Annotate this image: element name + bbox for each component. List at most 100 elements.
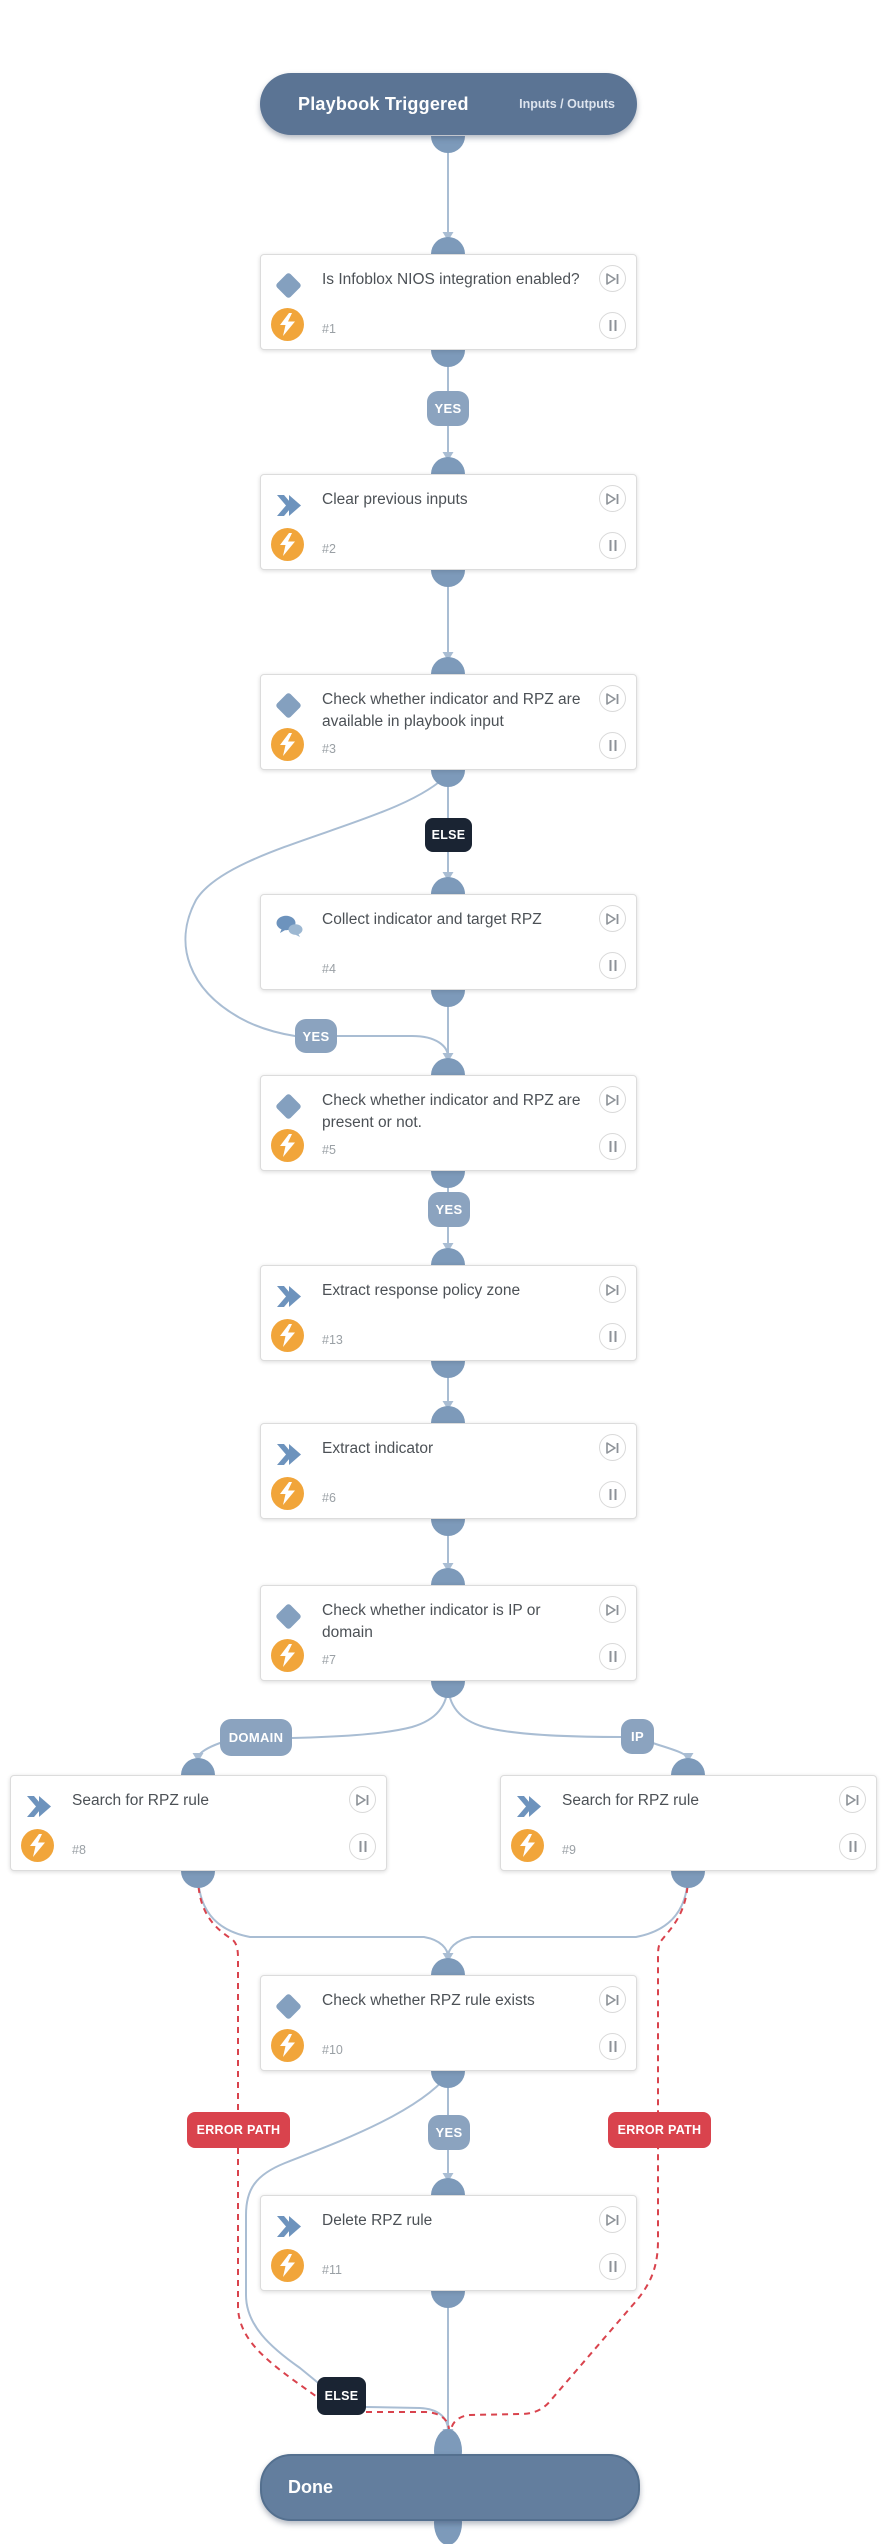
automation-icon — [271, 1129, 304, 1162]
task-title: Check whether indicator is IP or domain — [322, 1602, 541, 1641]
task-title: Delete RPZ rule — [322, 2212, 433, 2229]
automation-icon — [271, 728, 304, 761]
playbook-trigger-title: Playbook Triggered — [298, 93, 469, 114]
task-id: #11 — [322, 2263, 342, 2277]
task-title: Extract indicator — [322, 1440, 434, 1457]
automation-icon — [21, 1829, 54, 1862]
pause-task-button[interactable] — [599, 1481, 626, 1508]
task-card-13[interactable]: Extract response policy zone #13 — [260, 1265, 637, 1361]
skip-task-button[interactable] — [599, 1276, 626, 1303]
task-id: #2 — [322, 542, 336, 556]
task-card-2[interactable]: Clear previous inputs #2 — [260, 474, 637, 570]
pause-task-button[interactable] — [599, 2033, 626, 2060]
action-chevron-icon — [276, 495, 302, 521]
edge-label-error-path: ERROR PATH — [608, 2112, 711, 2148]
task-id: #13 — [322, 1333, 343, 1347]
task-title: Check whether RPZ rule exists — [322, 1992, 535, 2009]
task-card-4[interactable]: Collect indicator and target RPZ #4 — [260, 894, 637, 990]
edge-label-yes: YES — [295, 1019, 337, 1053]
task-card-10[interactable]: Check whether RPZ rule exists #10 — [260, 1975, 637, 2071]
task-id: #5 — [322, 1143, 336, 1157]
action-chevron-icon — [276, 2216, 302, 2242]
skip-task-button[interactable] — [349, 1786, 376, 1813]
edge-label-domain: DOMAIN — [220, 1719, 292, 1756]
edge-label-yes: YES — [428, 1192, 470, 1227]
automation-icon — [271, 1319, 304, 1352]
action-chevron-icon — [276, 1286, 302, 1312]
automation-icon — [271, 528, 304, 561]
done-node[interactable]: Done — [260, 2454, 640, 2521]
task-title: Search for RPZ rule — [562, 1792, 699, 1809]
condition-icon — [275, 1993, 302, 2020]
task-title: Clear previous inputs — [322, 491, 468, 508]
task-card-3[interactable]: Check whether indicator and RPZ are avai… — [260, 674, 637, 770]
pause-task-button[interactable] — [599, 1643, 626, 1670]
task-card-7[interactable]: Check whether indicator is IP or domain … — [260, 1585, 637, 1681]
pause-task-button[interactable] — [599, 732, 626, 759]
action-chevron-icon — [276, 1444, 302, 1470]
skip-task-button[interactable] — [599, 905, 626, 932]
pause-task-button[interactable] — [349, 1833, 376, 1860]
task-title: Collect indicator and target RPZ — [322, 911, 542, 928]
condition-icon — [275, 1093, 302, 1120]
skip-task-button[interactable] — [599, 1986, 626, 2013]
task-card-5[interactable]: Check whether indicator and RPZ are pres… — [260, 1075, 637, 1171]
automation-icon — [271, 2029, 304, 2062]
playbook-trigger-node[interactable]: Playbook Triggered Inputs / Outputs — [260, 73, 637, 135]
task-card-1[interactable]: Is Infoblox NIOS integration enabled? #1 — [260, 254, 637, 350]
task-id: #3 — [322, 742, 336, 756]
pause-task-button[interactable] — [599, 1133, 626, 1160]
task-card-8[interactable]: Search for RPZ rule #8 — [10, 1775, 387, 1871]
edge-label-yes: YES — [427, 391, 469, 426]
task-title: Check whether indicator and RPZ are pres… — [322, 1092, 581, 1131]
condition-icon — [275, 1603, 302, 1630]
task-id: #10 — [322, 2043, 343, 2057]
skip-task-button[interactable] — [599, 685, 626, 712]
task-id: #6 — [322, 1491, 336, 1505]
pause-task-button[interactable] — [599, 312, 626, 339]
task-title: Search for RPZ rule — [72, 1792, 209, 1809]
task-card-11[interactable]: Delete RPZ rule #11 — [260, 2195, 637, 2291]
task-title: Extract response policy zone — [322, 1282, 521, 1299]
task-id: #7 — [322, 1653, 336, 1667]
edge-label-error-path: ERROR PATH — [187, 2112, 290, 2148]
task-card-9[interactable]: Search for RPZ rule #9 — [500, 1775, 877, 1871]
chat-bubbles-icon — [276, 915, 304, 943]
task-card-6[interactable]: Extract indicator #6 — [260, 1423, 637, 1519]
automation-icon — [271, 308, 304, 341]
action-chevron-icon — [516, 1796, 542, 1822]
pause-task-button[interactable] — [599, 2253, 626, 2280]
skip-task-button[interactable] — [599, 1086, 626, 1113]
automation-icon — [271, 2249, 304, 2282]
task-id: #1 — [322, 322, 336, 336]
action-chevron-icon — [26, 1796, 52, 1822]
condition-icon — [275, 692, 302, 719]
edge-label-ip: IP — [621, 1719, 654, 1754]
skip-task-button[interactable] — [839, 1786, 866, 1813]
skip-task-button[interactable] — [599, 1596, 626, 1623]
pause-task-button[interactable] — [839, 1833, 866, 1860]
edge-label-else: ELSE — [317, 2377, 366, 2415]
automation-icon — [511, 1829, 544, 1862]
edge-label-else: ELSE — [425, 818, 472, 852]
skip-task-button[interactable] — [599, 2206, 626, 2233]
skip-task-button[interactable] — [599, 485, 626, 512]
task-id: #9 — [562, 1843, 576, 1857]
task-title: Is Infoblox NIOS integration enabled? — [322, 271, 580, 288]
error-edge-lines — [197, 1875, 689, 2431]
skip-task-button[interactable] — [599, 1434, 626, 1461]
inputs-outputs-link[interactable]: Inputs / Outputs — [519, 97, 615, 111]
pause-task-button[interactable] — [599, 1323, 626, 1350]
automation-icon — [271, 1477, 304, 1510]
done-label: Done — [288, 2477, 333, 2497]
task-title: Check whether indicator and RPZ are avai… — [322, 691, 581, 730]
task-id: #4 — [322, 962, 336, 976]
skip-task-button[interactable] — [599, 265, 626, 292]
pause-task-button[interactable] — [599, 532, 626, 559]
pause-task-button[interactable] — [599, 952, 626, 979]
node-connectors — [181, 136, 705, 2544]
edge-arrowheads — [192, 232, 694, 2438]
edge-label-yes: YES — [428, 2115, 470, 2150]
